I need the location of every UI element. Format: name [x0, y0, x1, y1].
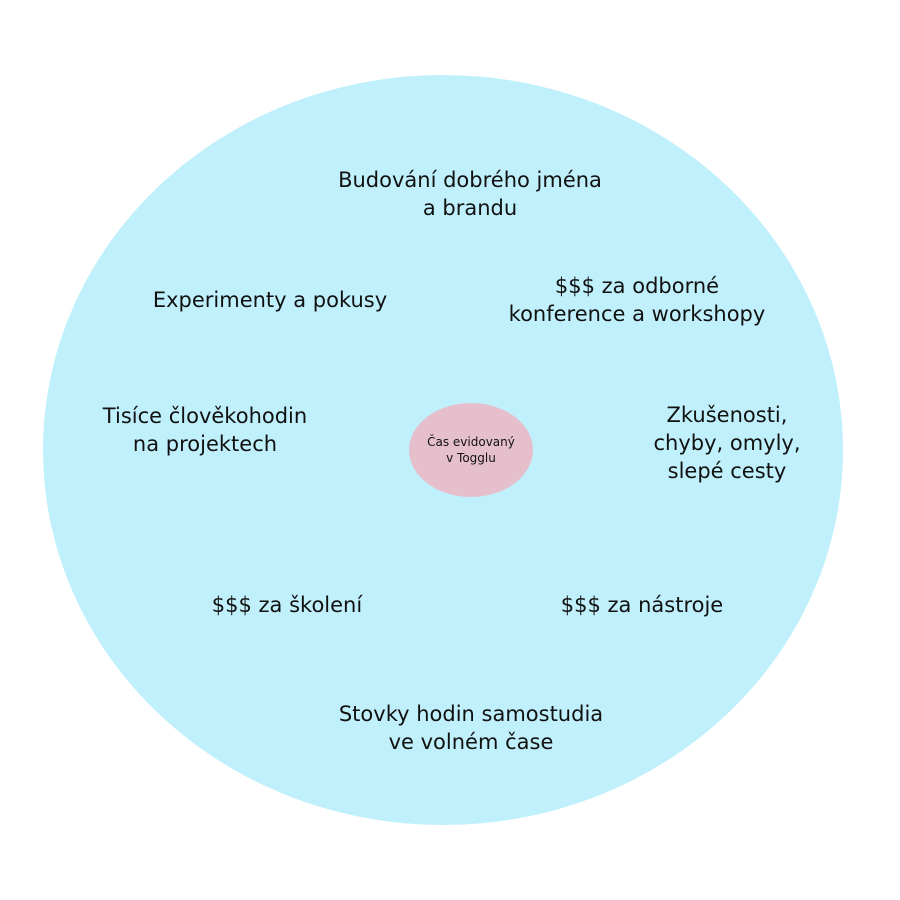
- center-label: Čas evidovaný v Togglu: [427, 435, 515, 465]
- label-training: $$$ za školení: [211, 593, 363, 617]
- label-brand: Budování dobrého jména a brandu: [338, 168, 602, 220]
- label-conferences: $$$ za odborné konference a workshopy: [508, 274, 766, 326]
- label-experience: Zkušenosti, chyby, omyly, slepé cesty: [653, 403, 801, 483]
- label-experiments: Experimenty a pokusy: [152, 288, 388, 312]
- label-project-hours: Tisíce člověkohodin na projektech: [102, 404, 308, 456]
- label-tools: $$$ za nástroje: [560, 593, 724, 617]
- center-ellipse: Čas evidovaný v Togglu: [409, 403, 533, 497]
- label-self-study: Stovky hodin samostudia ve volném čase: [338, 702, 604, 754]
